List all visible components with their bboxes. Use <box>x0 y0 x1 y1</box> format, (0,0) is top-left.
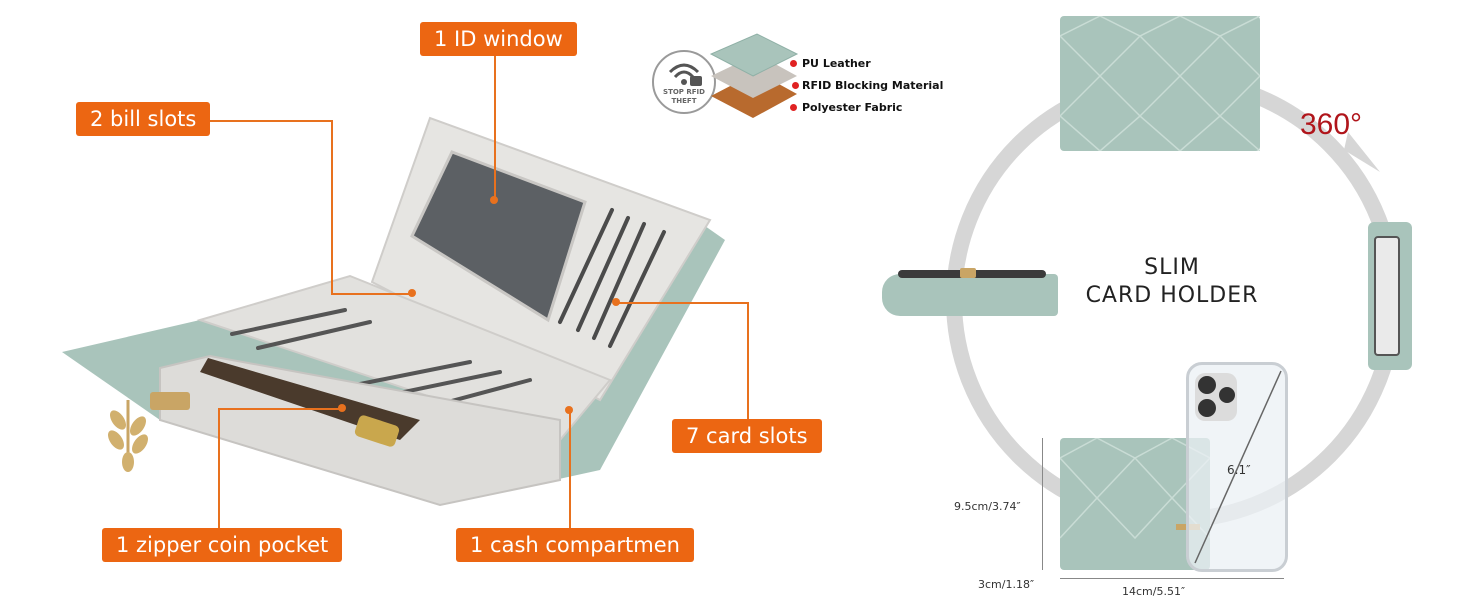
layer-dot-1 <box>790 60 797 67</box>
layer-dot-3 <box>790 104 797 111</box>
width-label: 14cm/5.51″ <box>1122 585 1186 598</box>
width-line <box>1060 578 1284 579</box>
phone-outline: 6.1″ <box>1186 362 1288 572</box>
rotation-arrowhead <box>1344 132 1380 172</box>
layer-label-pu: PU Leather <box>802 57 871 70</box>
clasp <box>150 392 190 410</box>
rotation-label: 360° <box>1300 108 1363 141</box>
layer-label-fabric: Polyester Fabric <box>802 101 903 114</box>
card-slots-leader-v <box>747 302 749 420</box>
front-quilt-pattern <box>1059 437 1211 540</box>
height-label: 9.5cm/3.74″ <box>954 500 1021 513</box>
rfid-badge-line2: THEFT <box>671 97 697 105</box>
cash-dot <box>565 406 573 414</box>
side-view-clasp <box>960 268 976 278</box>
quilt-pattern <box>1059 15 1261 152</box>
product-title-line2: CARD HOLDER <box>1085 283 1259 308</box>
wifi-lock-icon <box>668 63 702 86</box>
zipper-leader-h <box>218 408 342 410</box>
leather-layer <box>709 33 799 77</box>
card-slot-lines <box>558 208 666 348</box>
camera-module <box>1195 373 1237 421</box>
bill-slots-tag: 2 bill slots <box>76 102 211 136</box>
phone-size-label: 6.1″ <box>1227 463 1251 477</box>
cash-leader-v <box>569 412 571 530</box>
id-window-tag: 1 ID window <box>420 22 577 56</box>
id-window-pane <box>410 150 587 323</box>
id-window-dot <box>490 196 498 204</box>
phone-diagonal <box>1194 370 1282 564</box>
zipper-leader-v <box>218 408 220 530</box>
card-slots-leader-h <box>618 302 748 304</box>
leaf-charm <box>108 410 148 472</box>
edge-view-inner <box>1374 236 1400 356</box>
zipper-pocket-tag: 1 zipper coin pocket <box>102 528 343 562</box>
product-title-line1: SLIM <box>1144 255 1200 280</box>
id-window-leader <box>494 56 496 200</box>
height-line <box>1042 438 1043 570</box>
rfid-badge-line1: STOP RFID <box>663 88 705 96</box>
camera-lens-3 <box>1219 387 1235 403</box>
zipper-pull <box>354 415 400 447</box>
cash-compartment-tag: 1 cash compartmen <box>456 528 694 562</box>
wallet-edge-view <box>1368 222 1412 370</box>
bill-slots-leader-v <box>331 120 333 294</box>
bill-slots-leader-h2 <box>331 293 411 295</box>
layer-dot-2 <box>792 82 799 89</box>
wallet-side-view <box>882 268 1058 316</box>
rfid-badge: STOP RFID THEFT <box>652 50 716 114</box>
open-wallet-illustration <box>62 116 725 507</box>
card-slots-tag: 7 card slots <box>672 419 822 453</box>
bill-slots-dot <box>408 289 416 297</box>
camera-lens-2 <box>1198 399 1216 417</box>
bill-slots-leader-h <box>188 120 332 122</box>
wallet-front-view <box>1059 437 1211 570</box>
zipper-dot <box>338 404 346 412</box>
wallet-top-view <box>1059 15 1261 152</box>
rfid-layers-graphic <box>709 33 799 118</box>
camera-lens-1 <box>1198 376 1216 394</box>
card-slots-dot <box>612 298 620 306</box>
depth-label: 3cm/1.18″ <box>978 578 1035 591</box>
layer-label-rfid: RFID Blocking Material <box>802 79 944 92</box>
